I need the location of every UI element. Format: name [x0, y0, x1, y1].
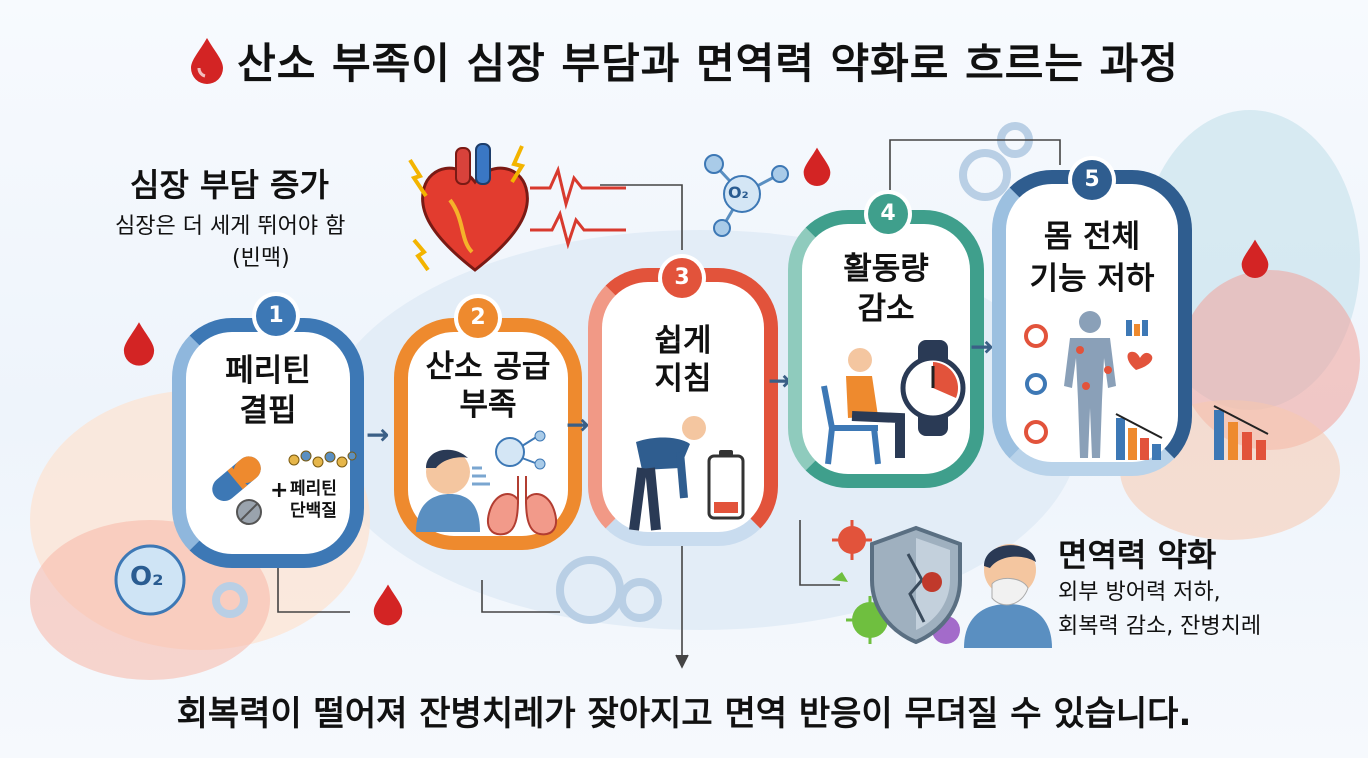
o2-small-label: O₂: [728, 183, 749, 202]
pill-icon: [212, 456, 262, 525]
blood-drop-icon: [803, 147, 831, 186]
low-battery-icon: [707, 450, 745, 520]
heartbeat-icon: [1126, 320, 1153, 370]
bar-chart-down-icon: [1115, 413, 1163, 460]
tired-person-icon: [629, 416, 706, 531]
footer-text: 회복력이 떨어져 잔병치레가 잦아지고 면역 반응이 무뎌질 수 있습니다.: [176, 694, 1192, 734]
blood-drop-icon: [123, 322, 155, 366]
step-1-badge: 1: [256, 296, 296, 336]
arrow-4-5: →: [970, 330, 994, 363]
step-4-card: [788, 210, 984, 488]
arrow-3-4: →: [768, 364, 792, 397]
human-body-icon: [1064, 311, 1116, 458]
person-breathing-icon: [416, 449, 490, 532]
o2-molecule-icon: [114, 544, 186, 616]
arrow-2-3: →: [566, 408, 590, 441]
immune-desc-line1: 외부 방어력 저하,: [1058, 580, 1221, 605]
step-1-card: [172, 318, 364, 568]
shield-icon: [870, 525, 962, 645]
o2-label: O₂: [130, 562, 164, 592]
step-1-line2: 결핍: [239, 393, 297, 429]
heart-desc-line2: (빈맥): [232, 246, 290, 271]
lungs-icon: [486, 476, 558, 536]
step-4-line2: 감소: [857, 291, 915, 327]
o2-molecule-icon: [704, 154, 789, 237]
step-1-extra-line2: 단백질: [290, 501, 337, 521]
step-1-line1: 페리틴: [225, 353, 311, 389]
step-3-card: [588, 268, 778, 546]
blood-drop-icon: [189, 36, 225, 94]
step-2-line2: 부족: [459, 387, 517, 423]
step-5-badge: 5: [1072, 160, 1112, 200]
watch-icon: [900, 340, 966, 436]
step-4-line1: 활동량: [843, 251, 929, 287]
blood-drop-icon: [373, 584, 403, 626]
step-5-line1: 몸 전체: [1043, 219, 1141, 255]
heart-title: 심장 부담 증가: [130, 166, 329, 204]
heart-desc-line1: 심장은 더 세게 뛰어야 함: [115, 214, 346, 239]
person-sitting-icon: [821, 348, 905, 465]
title-text: 산소 부족이 심장 부담과 면역력 약화로 흐르는 과정: [237, 39, 1179, 88]
step-3-line1: 쉽게: [654, 323, 712, 359]
sick-person-icon: [964, 544, 1052, 648]
arrow-1-2: →: [366, 418, 390, 451]
step-1-extra-line1: 페리틴: [290, 479, 337, 499]
step-3-badge: 3: [662, 258, 702, 298]
protein-chain-icon: [288, 450, 357, 468]
page-title: 산소 부족이 심장 부담과 면역력 약화로 흐르는 과정: [0, 30, 1368, 94]
immune-title: 면역력 약화: [1058, 536, 1217, 574]
blood-drop-icon: [1241, 239, 1269, 278]
step-5-line2: 기능 저하: [1029, 261, 1155, 297]
immune-desc-line2: 회복력 감소, 잔병치레: [1058, 614, 1262, 639]
heart-icon: [408, 143, 529, 272]
gear-icon: [212, 122, 1033, 624]
gear-icon: [1024, 324, 1048, 444]
step-2-line1: 산소 공급: [425, 349, 551, 385]
bar-chart-down-icon: [1213, 405, 1269, 460]
heartbeat-icon: [530, 165, 626, 250]
step-2-badge: 2: [458, 298, 498, 338]
step-1-extra-prefix: +: [270, 478, 289, 503]
o2-molecule-icon: [495, 430, 546, 470]
step-3-line2: 지침: [654, 361, 712, 397]
step-4-badge: 4: [868, 194, 908, 234]
